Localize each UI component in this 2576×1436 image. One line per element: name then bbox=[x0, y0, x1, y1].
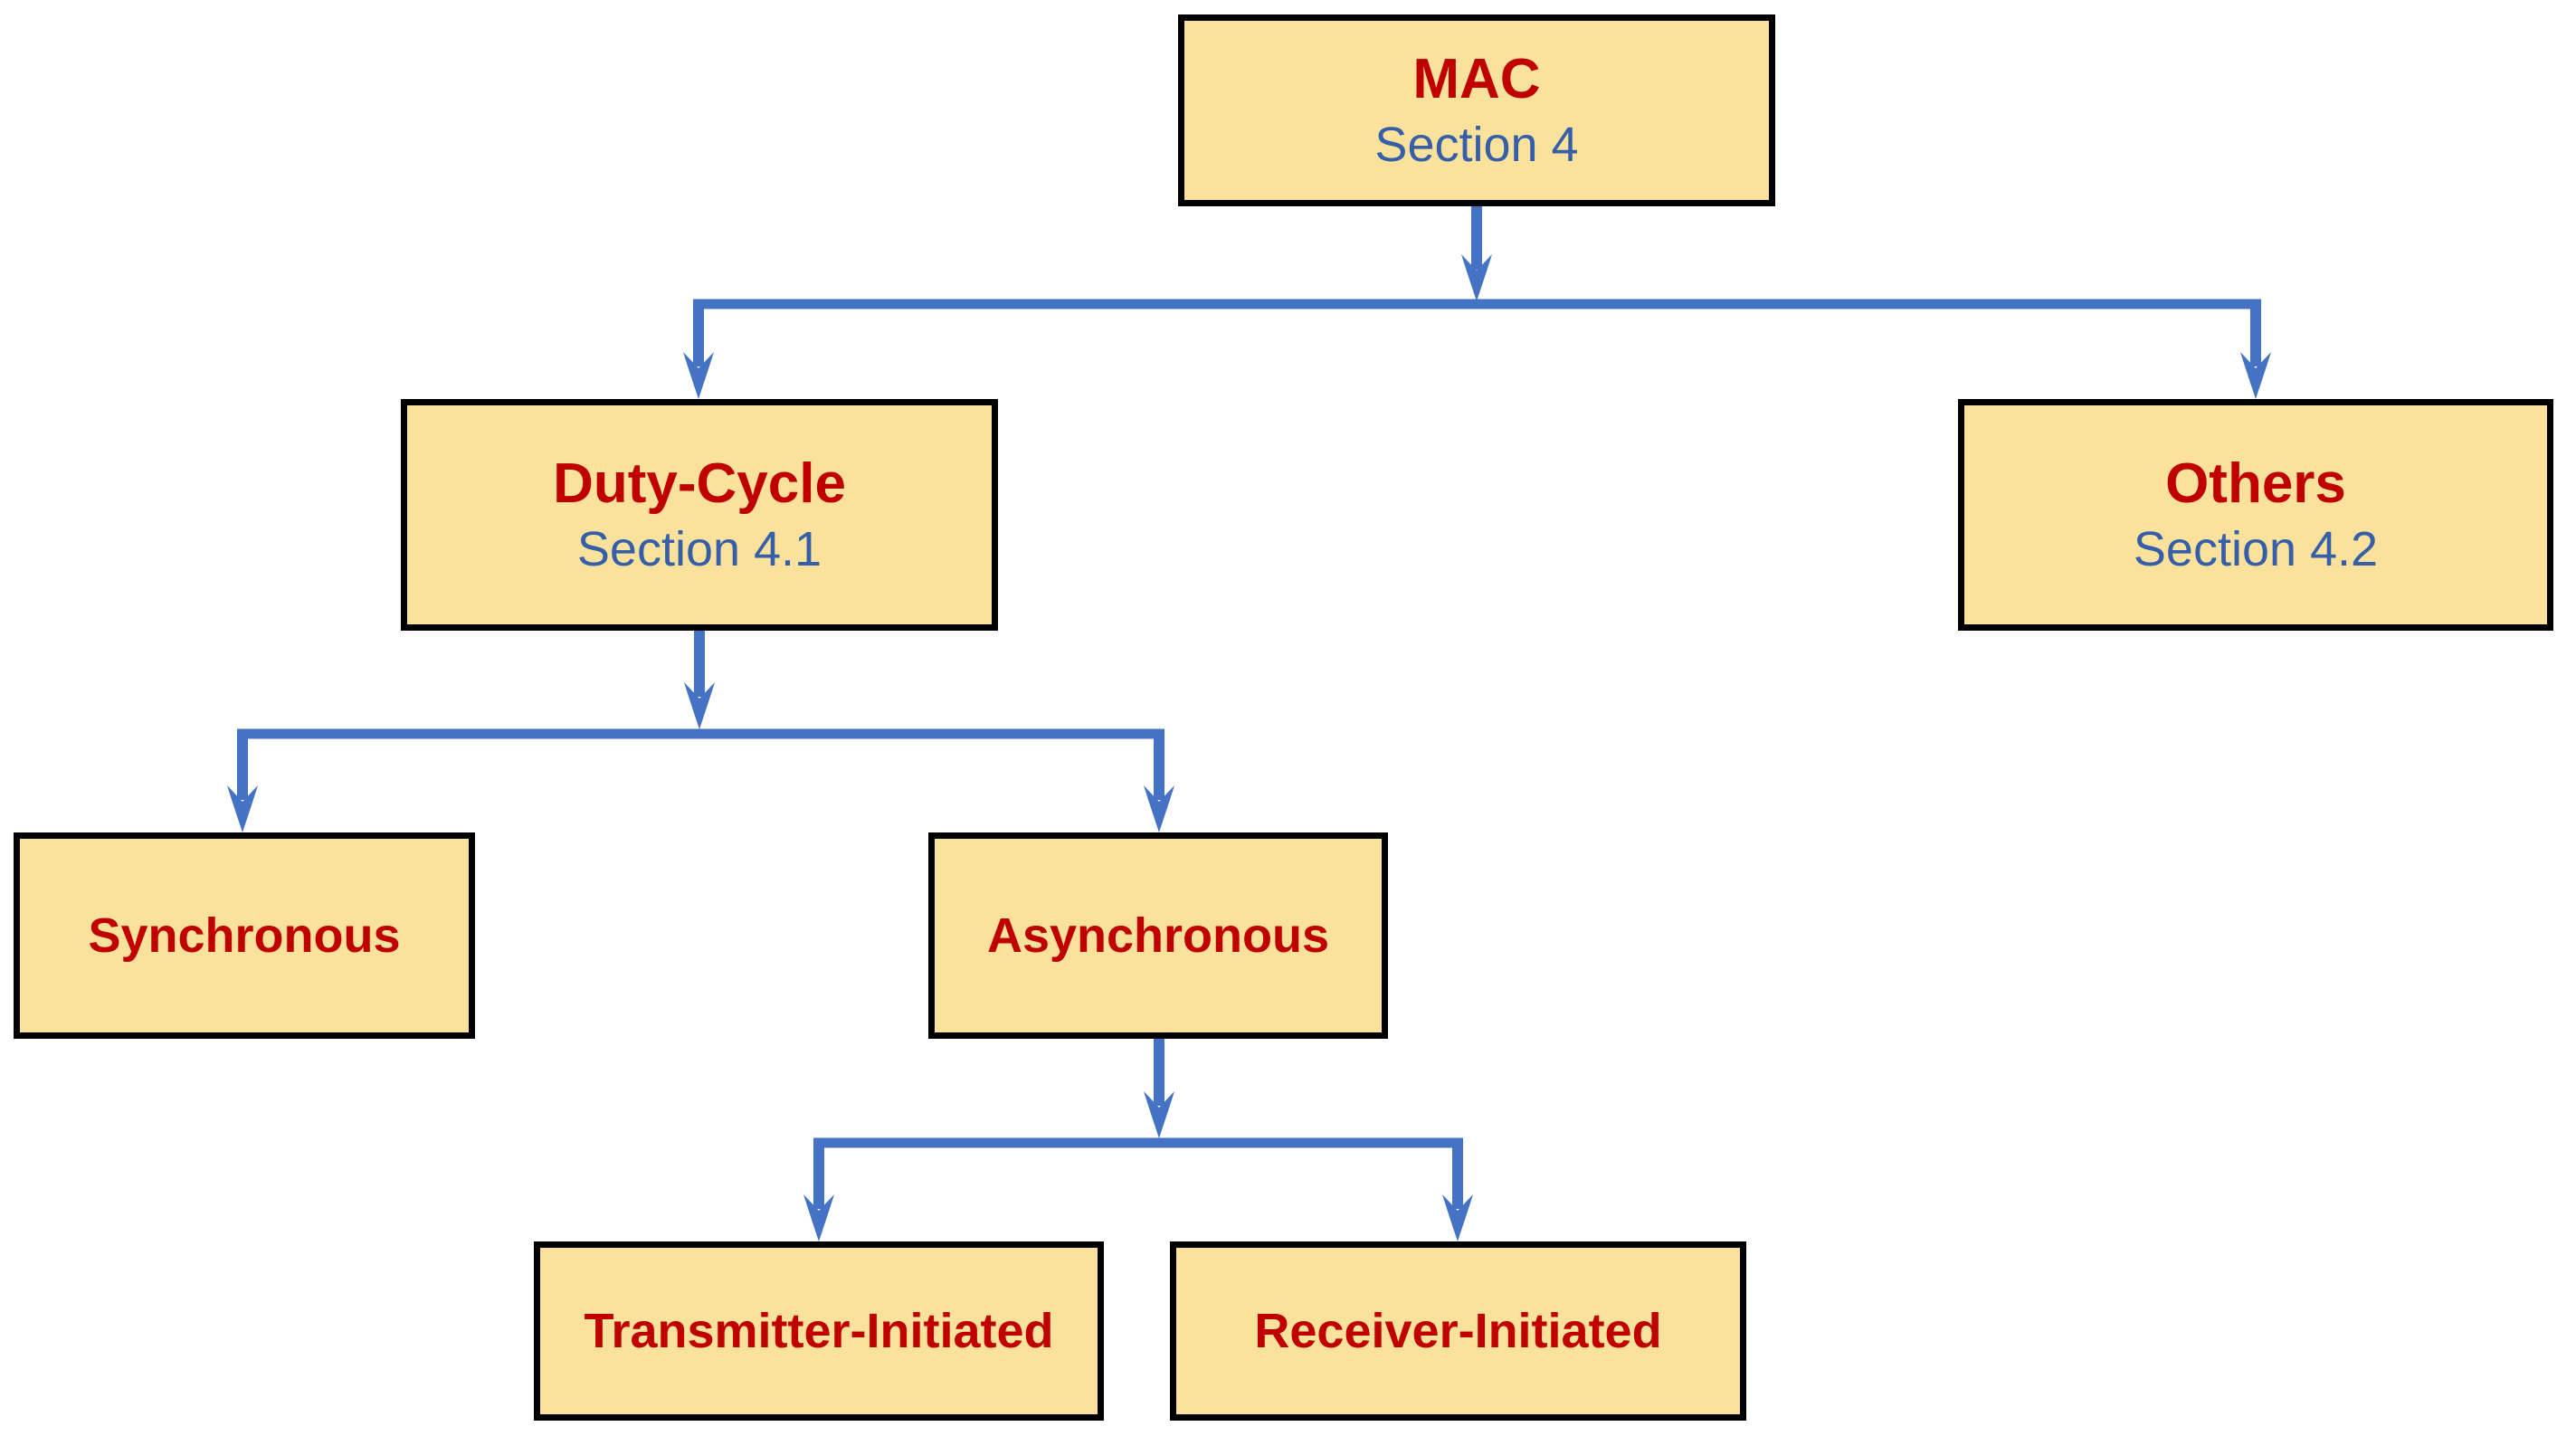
node-synchronous: Synchronous bbox=[14, 832, 475, 1039]
edge-dutycycle-to-children bbox=[227, 631, 1174, 832]
node-others-section: Section 4.2 bbox=[2133, 522, 2379, 577]
node-receiver-initiated-title: Receiver-Initiated bbox=[1254, 1303, 1662, 1358]
edge-mac-to-children bbox=[683, 205, 2271, 399]
node-others-title: Others bbox=[2165, 452, 2346, 516]
edge-asynchronous-to-children bbox=[803, 1039, 1473, 1241]
node-duty-cycle-title: Duty-Cycle bbox=[553, 452, 846, 516]
node-transmitter-initiated: Transmitter-Initiated bbox=[534, 1241, 1104, 1421]
node-receiver-initiated: Receiver-Initiated bbox=[1170, 1241, 1746, 1421]
node-others: Others Section 4.2 bbox=[1958, 399, 2553, 631]
node-synchronous-title: Synchronous bbox=[88, 908, 401, 963]
node-duty-cycle: Duty-Cycle Section 4.1 bbox=[401, 399, 998, 631]
node-transmitter-initiated-title: Transmitter-Initiated bbox=[584, 1303, 1054, 1358]
node-duty-cycle-section: Section 4.1 bbox=[576, 522, 822, 577]
node-asynchronous: Asynchronous bbox=[928, 832, 1388, 1039]
node-mac-section: Section 4 bbox=[1374, 118, 1579, 173]
node-mac: MAC Section 4 bbox=[1178, 14, 1775, 206]
node-mac-title: MAC bbox=[1412, 48, 1541, 111]
node-asynchronous-title: Asynchronous bbox=[986, 908, 1330, 963]
